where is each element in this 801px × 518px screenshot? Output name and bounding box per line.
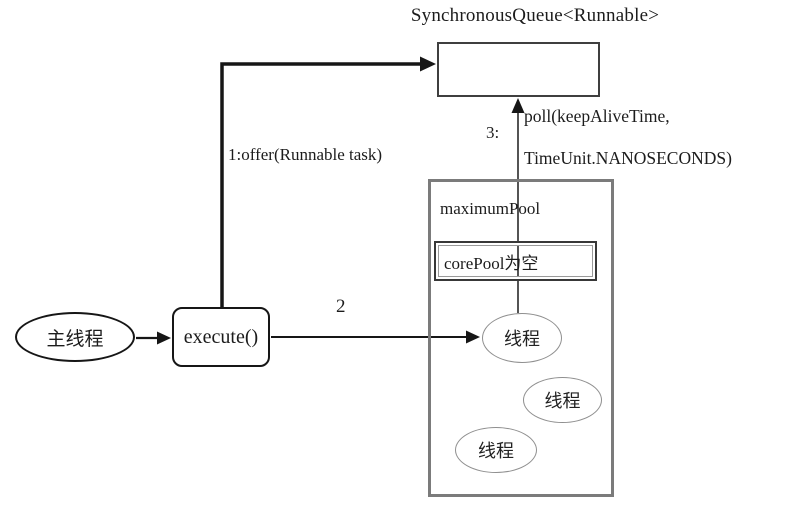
- poll-arrowhead-icon: [511, 98, 525, 113]
- core-pool-label: corePool为空: [444, 253, 539, 273]
- maximum-pool-label: maximumPool: [440, 199, 541, 218]
- poll-edge-label-line2: TimeUnit.NANOSECONDS): [524, 148, 732, 168]
- queue-box: [437, 42, 600, 97]
- poll-edge-label-line1: poll(keepAliveTime,: [524, 106, 670, 126]
- maximum-pool-box: maximumPool: [428, 179, 614, 497]
- main-to-execute-arrowhead-icon: [157, 331, 171, 345]
- offer-arrowhead-icon: [420, 56, 436, 72]
- thread-node-label: 线程: [478, 441, 514, 461]
- thread-node-1: 线程: [482, 313, 562, 363]
- queue-title: SynchronousQueue<Runnable>: [410, 5, 660, 26]
- step2-edge-label: 2: [336, 296, 346, 317]
- main-thread-node: 主线程: [15, 312, 135, 362]
- thread-node-label: 线程: [504, 329, 540, 349]
- step3-number-label: 3:: [486, 123, 500, 142]
- execute-label: execute(): [183, 325, 259, 348]
- core-pool-box: corePool为空: [434, 241, 597, 281]
- execute-node: execute(): [172, 307, 270, 367]
- thread-node-2: 线程: [523, 377, 602, 423]
- thread-node-label: 线程: [544, 391, 581, 411]
- offer-arrow-line: [220, 62, 421, 308]
- thread-node-3: 线程: [455, 427, 537, 473]
- offer-edge-label: 1:offer(Runnable task): [228, 145, 383, 164]
- main-thread-label: 主线程: [46, 328, 104, 350]
